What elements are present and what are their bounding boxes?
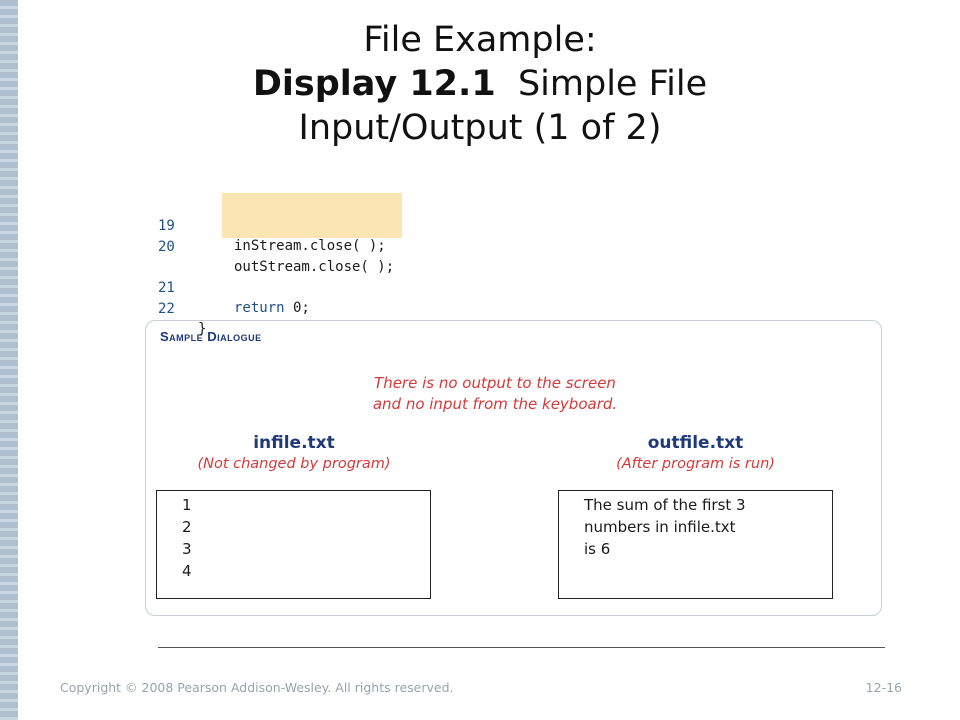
infile-line: 3: [182, 540, 192, 558]
title-line-1: File Example:: [363, 20, 597, 60]
divider-rule: [158, 647, 885, 648]
sample-dialogue-heading: Sample Dialogue: [160, 329, 262, 344]
title-display-ref: Display 12.1: [252, 64, 496, 104]
slide-title: File Example: Display 12.1 Simple File I…: [0, 18, 960, 150]
title-line-2-rest: Simple File: [495, 64, 708, 104]
outfile-box: [558, 490, 833, 599]
infile-line: 1: [182, 496, 192, 514]
outfile-line: The sum of the first 3: [584, 496, 746, 514]
return-value: 0;: [284, 300, 310, 316]
code-line-20: 20 outStream.close( );: [158, 217, 394, 275]
code-text: return 0;: [234, 298, 310, 318]
infile-line: 4: [182, 562, 192, 580]
outfile-name: outfile.txt: [647, 433, 744, 453]
line-number: 20: [158, 239, 175, 255]
note-line-1: There is no output to the screen: [374, 374, 616, 392]
outfile-line: numbers in infile.txt: [584, 518, 736, 536]
note-line-2: and no input from the keyboard.: [372, 395, 618, 413]
code-text: outStream.close( );: [234, 259, 395, 275]
title-line-3: Input/Output (1 of 2): [298, 108, 662, 148]
code-text: inStream.close( );: [234, 238, 386, 254]
decorative-side-bar: [0, 0, 18, 720]
line-number: 19: [158, 218, 175, 234]
code-highlight: [222, 193, 402, 238]
infile-name: infile.txt: [253, 433, 335, 453]
code-line-22: 22 }: [158, 279, 206, 337]
outfile-line: is 6: [584, 540, 611, 558]
code-line-19: 19 inStream.close( );: [158, 196, 386, 254]
line-number: 22: [158, 301, 175, 317]
infile-subtitle: (Not changed by program): [197, 456, 391, 472]
sample-dialogue-panel: [145, 320, 882, 616]
code-text: }: [198, 321, 207, 337]
infile-box: [156, 490, 431, 599]
title-line-2: Display 12.1 Simple File: [0, 62, 960, 106]
outfile-subtitle: (After program is run): [616, 456, 775, 472]
code-line-21: 21 return 0;: [158, 258, 310, 316]
page-number: 12-16: [865, 680, 902, 695]
line-number: 21: [158, 280, 175, 296]
copyright-text: Copyright © 2008 Pearson Addison-Wesley.…: [60, 680, 454, 695]
return-keyword: return: [234, 300, 285, 316]
infile-line: 2: [182, 518, 192, 536]
